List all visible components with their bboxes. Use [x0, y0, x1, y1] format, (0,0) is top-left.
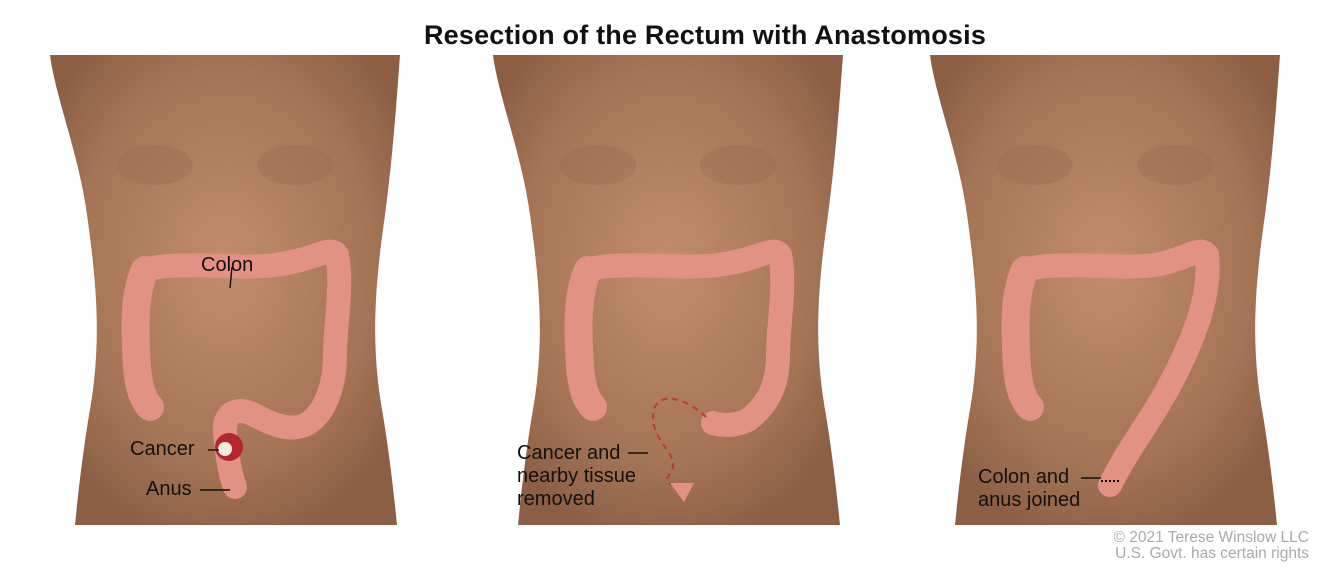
label-cancer: Cancer [130, 438, 194, 461]
panel-before-surgery: Colon Cancer Anus [25, 55, 425, 535]
chest-shading-right [700, 145, 776, 185]
label-removed-line2: nearby tissue [517, 465, 636, 488]
copyright-line1: © 2021 Terese Winslow LLC [1113, 530, 1309, 546]
label-removed-line1: Cancer and [517, 442, 636, 465]
label-joined: Colon and anus joined [978, 466, 1080, 512]
panel-anastomosis: Colon and anus joined [905, 55, 1305, 535]
ascending-colon [1015, 270, 1030, 407]
chest-shading-left [560, 145, 636, 185]
torso-illustration [25, 55, 425, 535]
label-removed: Cancer and nearby tissue removed [517, 442, 636, 511]
ascending-colon [578, 270, 593, 407]
diagram-title: Resection of the Rectum with Anastomosis [0, 20, 1335, 51]
chest-shading-left [997, 145, 1073, 185]
label-anus: Anus [146, 478, 192, 501]
chest-shading-right [1137, 145, 1213, 185]
panel-resection: Cancer and nearby tissue removed [468, 55, 868, 535]
tumor-core [218, 442, 232, 456]
torso-illustration [905, 55, 1305, 535]
label-joined-line2: anus joined [978, 489, 1080, 512]
chest-shading-right [257, 145, 333, 185]
copyright-line2: U.S. Govt. has certain rights [1113, 546, 1309, 562]
chest-shading-left [117, 145, 193, 185]
copyright: © 2021 Terese Winslow LLC U.S. Govt. has… [1113, 530, 1309, 562]
label-colon: Colon [201, 254, 253, 277]
label-joined-line1: Colon and [978, 466, 1080, 489]
torso [930, 55, 1280, 525]
ascending-colon [135, 270, 150, 407]
label-removed-line3: removed [517, 488, 636, 511]
